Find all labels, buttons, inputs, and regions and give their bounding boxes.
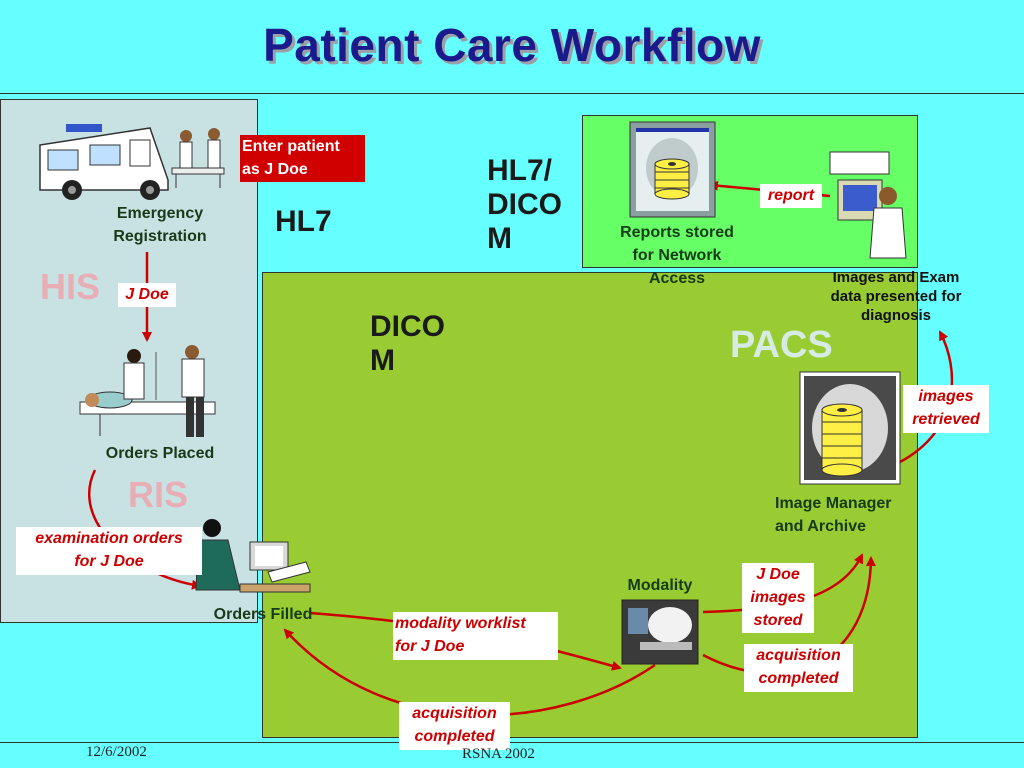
acq-right-line2: completed [758,670,839,687]
reports-line2: for Network [632,247,722,264]
ambulance-icon [39,124,169,200]
exam-orders-line1: examination orders [35,530,183,547]
his-region-label: HIS [40,266,101,307]
report-archive-disks-icon [654,158,690,200]
page-title: Patient Care Workflow [263,19,761,71]
image-manager-line1: Image Manager [775,495,892,512]
paramedics-icon [171,128,225,188]
image-manager-line2: and Archive [775,518,866,535]
images-exam-line3: diagnosis [860,307,931,324]
acq-bottom-line2: completed [414,728,495,745]
retrieved-line2: retrieved [912,411,980,428]
title-divider [0,93,1024,94]
worklist-line2: for J Doe [395,638,465,655]
footer-divider [0,742,1024,743]
patient-bed-icon [79,345,216,437]
stored-line2: images [750,589,806,606]
exam-orders-message: examination orders for J Doe [16,527,202,575]
dicom-label: DICO M [370,310,445,378]
emergency-line1: Emergency [116,205,204,222]
stored-line1: J Doe [756,566,800,583]
hl7-label: HL7 [275,205,332,238]
emergency-registration-label: Emergency Registration [92,202,228,248]
acq-right-line1: acquisition [756,647,841,664]
worklist-message: modality worklist for J Doe [393,612,558,660]
modality-label: Modality [627,577,693,594]
enter-patient-note: Enter patient as J Doe [240,135,365,182]
hl7-dicom-label: HL7/ DICO M [487,154,562,256]
enter-patient-line2: as J Doe [242,161,308,178]
images-exam-line2: data presented for [830,288,962,305]
stored-line3: stored [753,612,803,629]
images-exam-line1: Images and Exam [832,269,960,286]
hl7-dicom-line3: M [487,222,512,255]
footer-date: 12/6/2002 [86,744,147,760]
hl7-dicom-line1: HL7/ [487,154,553,187]
hl7-dicom-line2: DICO [487,188,562,221]
pacs-region-label: PACS [730,324,833,366]
images-exam-label: Images and Exam data presented for diagn… [800,268,992,325]
emergency-line2: Registration [113,228,207,245]
exam-orders-line2: for J Doe [74,553,144,570]
acq-bottom-line1: acquisition [412,705,497,722]
dicom-line2: M [370,344,395,377]
ris-region-label: RIS [128,474,189,515]
footer-event: RSNA 2002 [462,746,535,762]
enter-patient-line1: Enter patient [242,138,340,155]
retrieved-line1: images [918,388,974,405]
orders-placed-label: Orders Placed [105,445,215,462]
acquisition-completed-right: acquisition completed [744,644,853,692]
reports-line3: Access [648,270,706,287]
images-stored-message: J Doe images stored [742,563,814,633]
radiologist-workstation-icon [829,151,907,259]
j-doe-message: J Doe [118,283,176,307]
orders-filled-label: Orders Filled [213,606,313,623]
worklist-line1: modality worklist [395,615,526,632]
dicom-line1: DICO [370,310,445,343]
acquisition-completed-bottom: acquisition completed [399,702,510,750]
reports-line1: Reports stored [620,224,734,241]
clerk-computer-icon [195,519,311,593]
images-retrieved-message: images retrieved [903,385,989,433]
modality-scanner-icon [621,599,699,665]
report-message: report [760,184,822,208]
image-manager-icon [799,371,901,485]
reports-stored-label: Reports stored for Network Access [598,221,756,290]
image-manager-label: Image Manager and Archive [775,492,921,538]
